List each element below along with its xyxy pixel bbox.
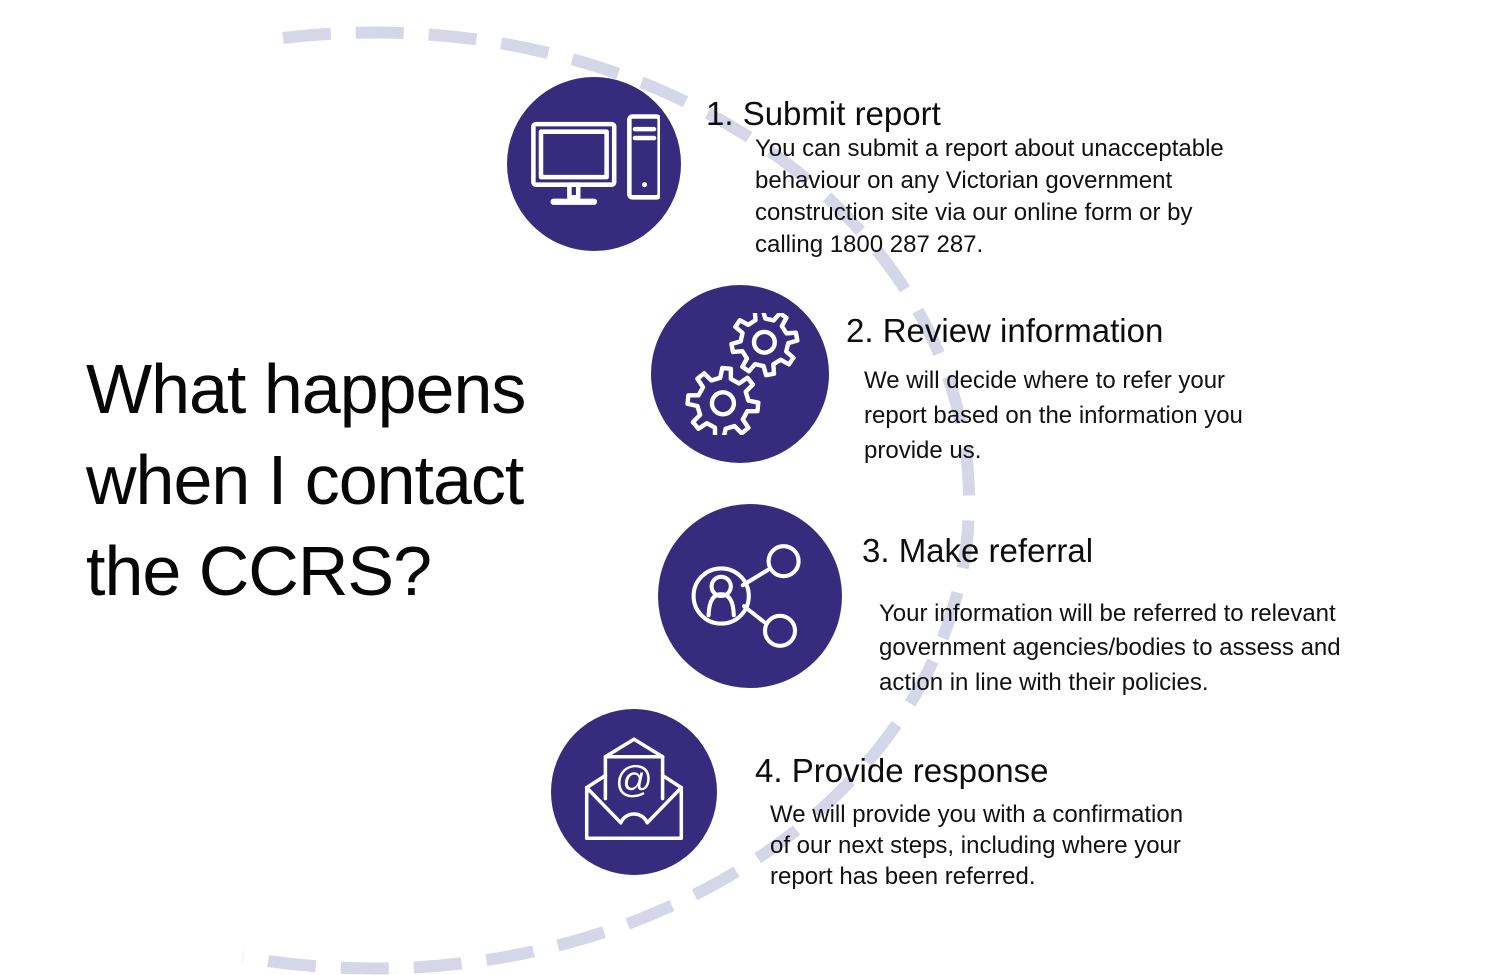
step3-circle [658,504,842,688]
step4-heading: 4. Provide response [755,752,1049,789]
at-symbol: @ [615,758,653,800]
gears-icon [685,313,800,435]
step2-circle [651,285,829,463]
step2-body: We will decide where to refer your repor… [864,367,1243,465]
share-referral-icon [691,544,801,648]
step1-heading: 1. Submit report [706,95,941,132]
step4-circle: @ [551,709,717,875]
page-title: What happens when I contact the CCRS? [86,350,526,610]
step4-body: We will provide you with a confirmation … [770,801,1184,891]
step3-body: Your information will be referred to rel… [879,600,1341,696]
step1-circle [507,77,681,251]
step3-heading: 3. Make referral [862,532,1094,569]
email-envelope-icon: @ [584,737,684,840]
step1-body: You can submit a report about unacceptab… [755,135,1224,258]
desktop-computer-icon [531,113,660,205]
step2-heading: 2. Review information [846,312,1164,349]
